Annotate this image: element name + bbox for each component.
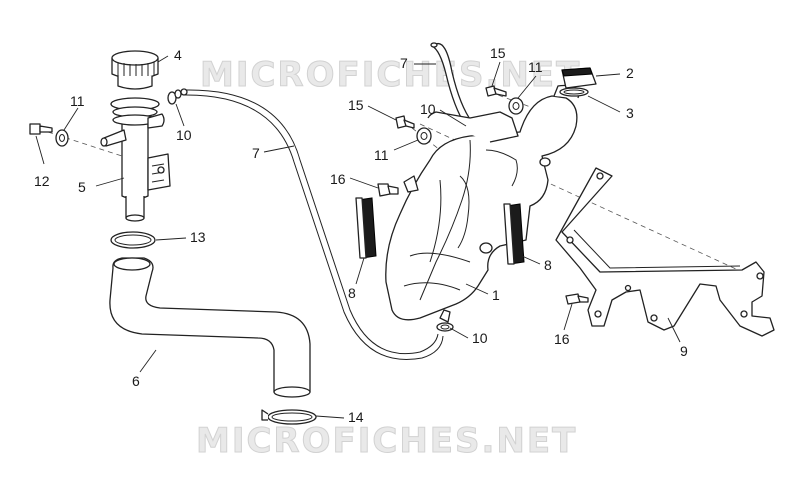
hose-clamp-13 xyxy=(110,231,156,249)
callout-6: 6 xyxy=(132,373,140,389)
callout-15-mid: 15 xyxy=(348,97,364,113)
rubber-pad-left xyxy=(355,197,377,259)
callout-10-top: 10 xyxy=(420,101,436,117)
callout-10-bottom: 10 xyxy=(472,330,488,346)
assembly-axes xyxy=(47,91,761,281)
mounting-bracket xyxy=(555,167,775,337)
callout-8-right: 8 xyxy=(544,257,552,273)
callout-4: 4 xyxy=(174,47,182,63)
bracket-screw-16b xyxy=(565,293,589,305)
upper-washer-11a xyxy=(508,97,524,115)
callout-8-left: 8 xyxy=(348,285,356,301)
left-screw-and-washer xyxy=(29,123,69,147)
callout-2: 2 xyxy=(626,65,634,81)
callout-1: 1 xyxy=(492,287,500,303)
coolant-tank xyxy=(385,84,581,323)
callout-16-right: 16 xyxy=(554,331,570,347)
coolant-hose-6 xyxy=(109,257,311,398)
tank-cap-seal xyxy=(559,87,589,97)
breather-hose-long xyxy=(180,88,444,360)
expansion-reservoir xyxy=(100,97,171,222)
hose-clip-bottom xyxy=(436,322,454,332)
watermark-bottom: MICROFICHES.NET xyxy=(196,421,577,461)
upper-screw-15a xyxy=(485,85,507,97)
reservoir-cap xyxy=(111,50,159,90)
callout-15-top: 15 xyxy=(490,45,506,61)
hose-clamp-14 xyxy=(261,409,317,425)
hose-clip-top-left xyxy=(167,89,182,105)
leader-lines xyxy=(35,55,681,419)
upper-screw-15b xyxy=(395,115,415,129)
callout-14: 14 xyxy=(348,409,364,425)
tank-screw-16a xyxy=(377,183,399,197)
callout-12: 12 xyxy=(34,173,50,189)
callout-16-left: 16 xyxy=(330,171,346,187)
watermark-top: MICROFICHES.NET xyxy=(200,55,581,95)
callout-7-top: 7 xyxy=(400,55,408,71)
tank-cap xyxy=(561,67,597,89)
callout-11-mid: 11 xyxy=(374,147,389,163)
callout-10-left: 10 xyxy=(176,127,192,143)
rubber-pad-right xyxy=(503,203,525,265)
callout-7-left: 7 xyxy=(252,145,260,161)
callout-11-left: 11 xyxy=(70,93,85,109)
callout-9: 9 xyxy=(680,343,688,359)
callout-numbers: 4 11 12 5 10 7 13 6 14 7 15 11 2 3 15 10… xyxy=(34,45,688,425)
callout-11-top: 11 xyxy=(528,59,543,75)
callout-5: 5 xyxy=(78,179,86,195)
callout-13: 13 xyxy=(190,229,206,245)
callout-3: 3 xyxy=(626,105,634,121)
upper-washer-11b xyxy=(416,127,432,145)
